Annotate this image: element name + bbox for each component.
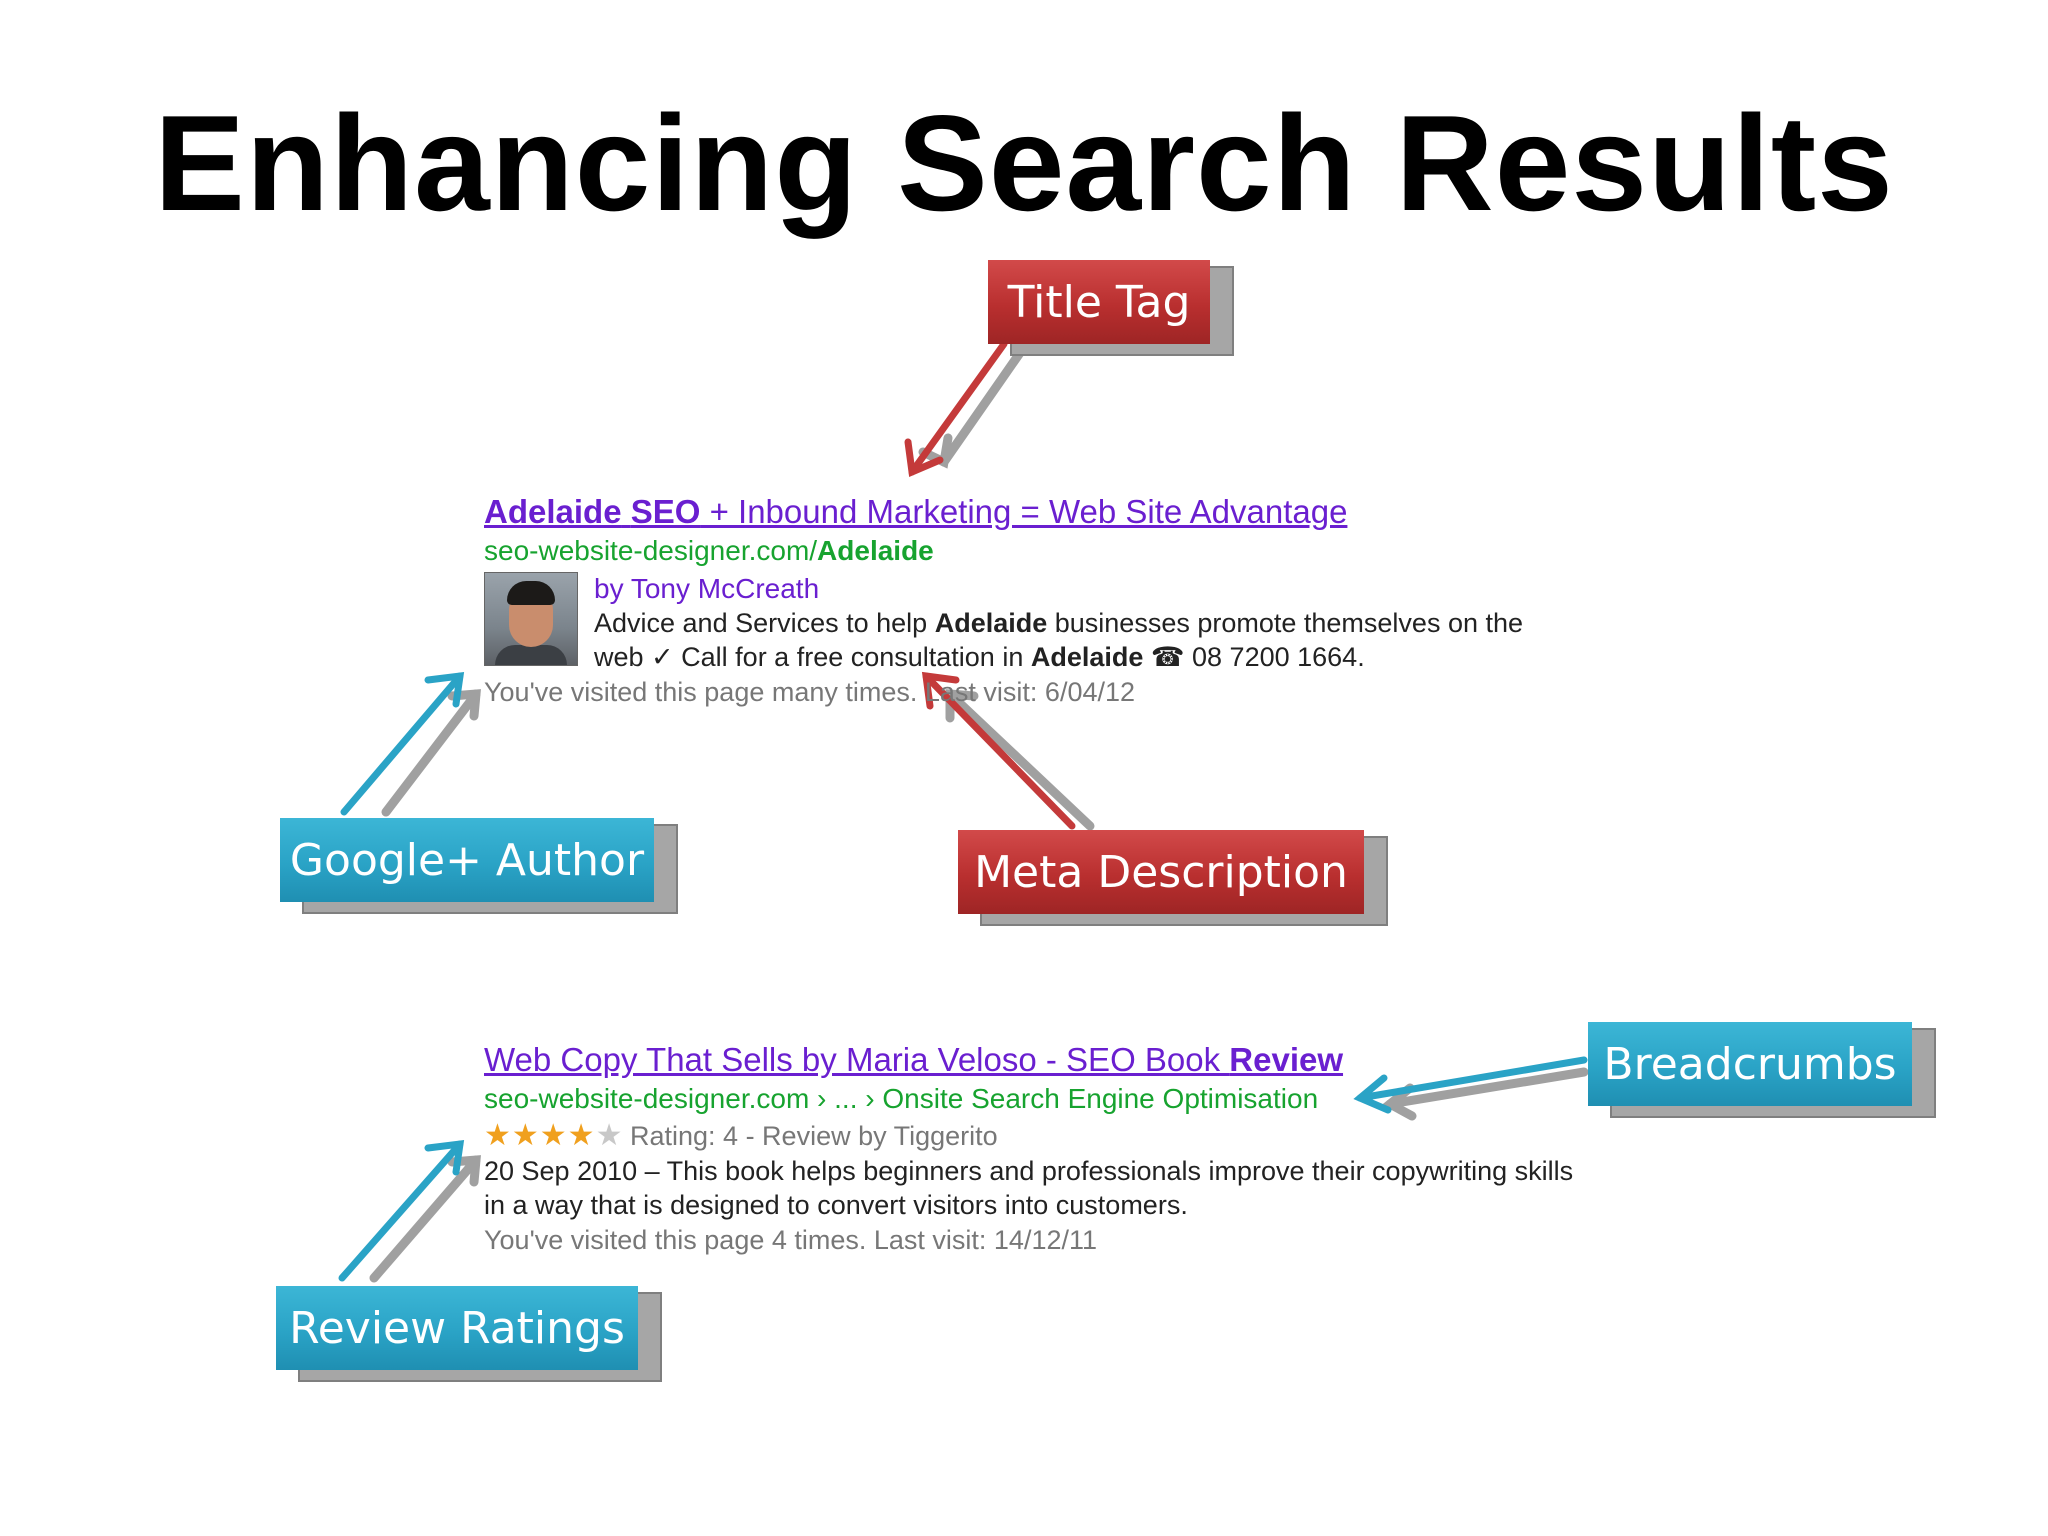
- result-1-url: seo-website-designer.com/Adelaide: [484, 532, 1584, 570]
- url-keyword: Adelaide: [817, 535, 934, 566]
- snippet-keyword: Adelaide: [1030, 642, 1144, 672]
- title-keyword: SEO: [630, 493, 701, 530]
- star-rating-icon: ★★★★: [484, 1119, 596, 1152]
- meta-description-label: Meta Description: [958, 830, 1364, 914]
- google-author-callout: Google+ Author: [280, 818, 678, 914]
- review-ratings-callout: Review Ratings: [276, 1286, 662, 1382]
- title-keyword: Review: [1229, 1041, 1344, 1078]
- result-2-snippet: 20 Sep 2010 – This book helps beginners …: [484, 1156, 1574, 1220]
- rating-text: Rating: 4 - Review by Tiggerito: [630, 1121, 998, 1151]
- result-1-visited: You've visited this page many times. Las…: [484, 677, 1136, 707]
- result-1-title-link[interactable]: Adelaide SEO + Inbound Marketing = Web S…: [484, 492, 1584, 532]
- review-ratings-label: Review Ratings: [276, 1286, 638, 1370]
- title-text: Web Copy That Sells by Maria Veloso - SE…: [484, 1041, 1230, 1078]
- snippet-keyword: Adelaide: [934, 608, 1048, 638]
- star-empty-icon: ★: [595, 1119, 623, 1152]
- result-1-snippet: Advice and Services to help Adelaide bus…: [594, 606, 1564, 674]
- title-keyword: Adelaide: [484, 493, 622, 530]
- snippet-text: ☎ 08 7200 1664.: [1143, 642, 1365, 672]
- title-tag-arrow-shadow: [918, 345, 1027, 469]
- url-text: seo-website-designer.com/: [484, 535, 818, 566]
- author-avatar[interactable]: [484, 572, 578, 666]
- author-row: by Tony McCreath Advice and Services to …: [484, 572, 1584, 674]
- title-tag-arrow: [904, 340, 1008, 478]
- review-ratings-arrow-shadow: [369, 1155, 481, 1283]
- search-result-1: Adelaide SEO + Inbound Marketing = Web S…: [484, 492, 1584, 710]
- breadcrumbs-callout: Breadcrumbs: [1588, 1022, 1936, 1118]
- result-2-visited: You've visited this page 4 times. Last v…: [484, 1225, 1098, 1255]
- snippet-text: businesses promote themselves on the web…: [594, 608, 1524, 672]
- title-tag-callout: Title Tag: [988, 260, 1234, 356]
- author-snippet: by Tony McCreath Advice and Services to …: [594, 572, 1564, 674]
- meta-description-arrow-shadow: [945, 689, 1095, 831]
- google-author-label: Google+ Author: [280, 818, 654, 902]
- google-author-arrow-shadow: [381, 689, 481, 817]
- snippet-text: Advice and Services to help: [594, 608, 935, 638]
- search-result-2: Web Copy That Sells by Maria Veloso - SE…: [484, 1040, 1574, 1258]
- title-text: + Inbound Marketing = Web Site Advantage: [700, 493, 1348, 530]
- author-byline-link[interactable]: by Tony McCreath: [594, 573, 820, 604]
- google-author-arrow: [340, 671, 465, 816]
- slide-title: Enhancing Search Results: [154, 87, 1894, 239]
- result-2-breadcrumb-url[interactable]: seo-website-designer.com › ... › Onsite …: [484, 1083, 1319, 1114]
- title-space: [622, 493, 631, 530]
- review-ratings-arrow: [338, 1139, 465, 1282]
- meta-description-callout: Meta Description: [958, 830, 1388, 926]
- result-2-title-link[interactable]: Web Copy That Sells by Maria Veloso - SE…: [484, 1040, 1574, 1080]
- breadcrumbs-label: Breadcrumbs: [1588, 1022, 1912, 1106]
- title-tag-label: Title Tag: [988, 260, 1210, 344]
- result-2-rating-row: ★★★★★ Rating: 4 - Review by Tiggerito: [484, 1118, 1574, 1154]
